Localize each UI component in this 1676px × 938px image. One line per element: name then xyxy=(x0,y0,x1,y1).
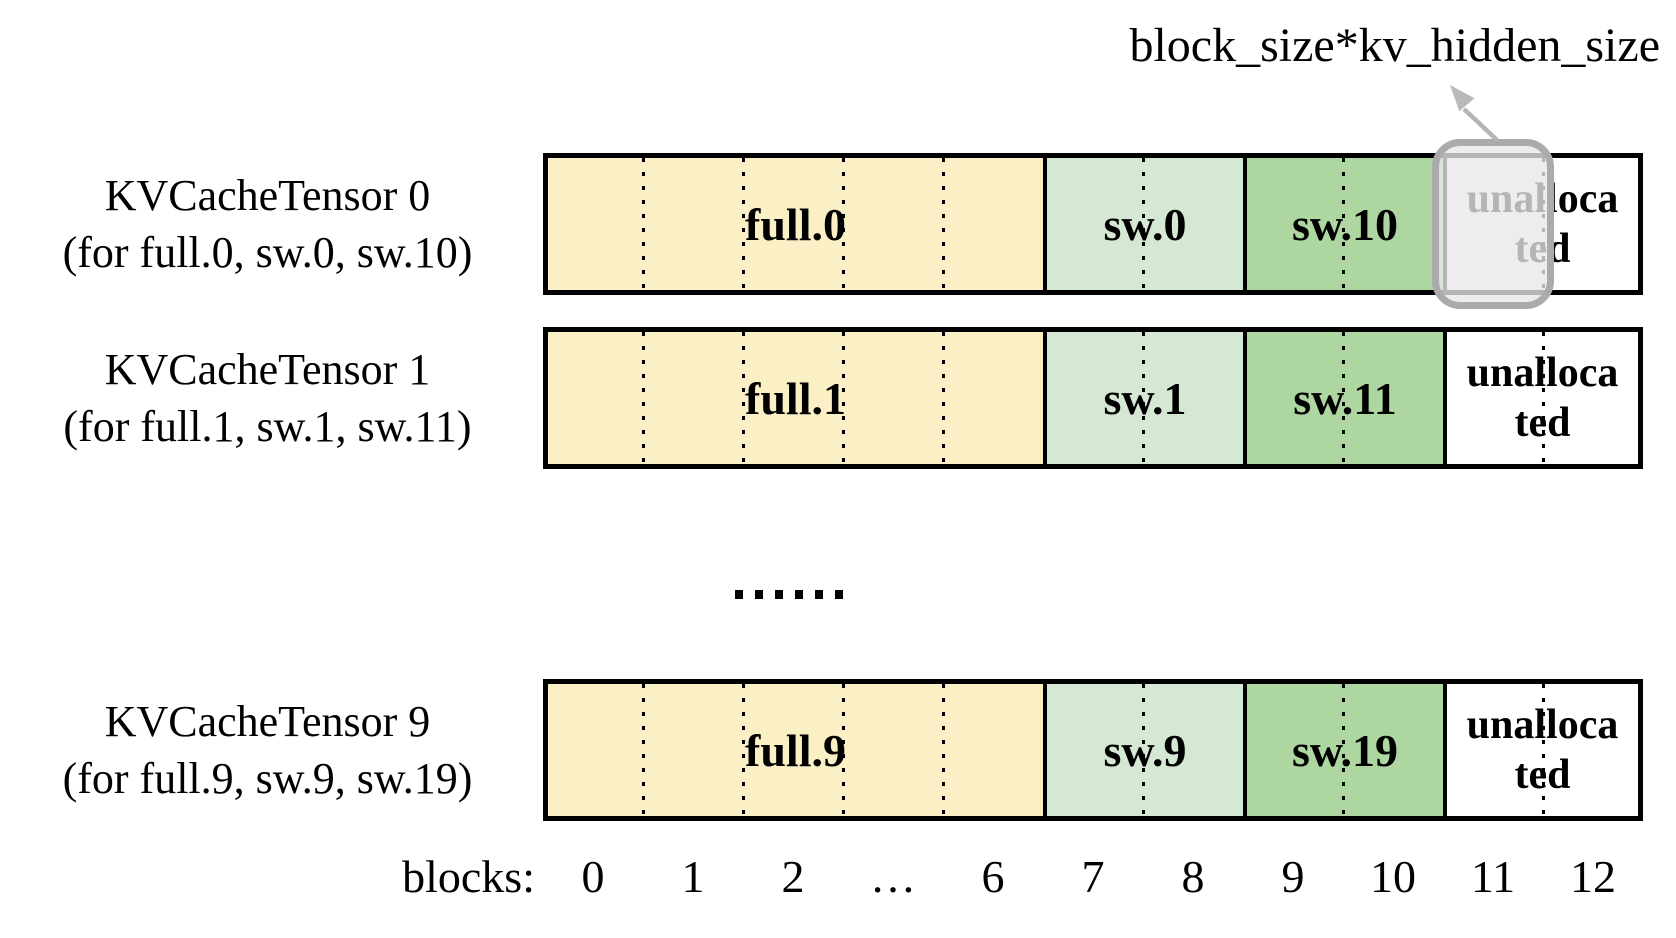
block-size-annotation: block_size*kv_hidden_size xyxy=(1129,19,1660,72)
kv-cache-bar-9: full.9 sw.9 sw.19 unalloca ted xyxy=(543,679,1643,821)
sw-odd-section-label: sw.11 xyxy=(1293,372,1397,424)
sw-odd-section-label: sw.19 xyxy=(1291,724,1399,776)
unallocated-section-9: unalloca ted xyxy=(1447,684,1638,816)
block-divider-dotted xyxy=(1342,158,1345,290)
block-divider-dotted xyxy=(842,684,845,816)
axis-tick: 2 xyxy=(781,851,805,902)
full-section-0: full.0 xyxy=(548,158,1043,290)
block-divider-dotted xyxy=(942,158,945,290)
axis-tick: 0 xyxy=(581,851,605,902)
block-divider-dotted xyxy=(1542,684,1545,816)
row-1-label: KVCacheTensor 1 (for full.1, sw.1, sw.11… xyxy=(10,341,525,455)
block-divider-dotted xyxy=(742,684,745,816)
row-1-label-line1: KVCacheTensor 1 xyxy=(104,345,431,394)
axis-tick: 7 xyxy=(1081,851,1105,902)
block-divider-dotted xyxy=(1142,684,1145,816)
annotation-arrow-icon xyxy=(1450,85,1499,142)
block-divider-dotted xyxy=(1142,158,1145,290)
block-divider-dotted xyxy=(942,684,945,816)
section-divider xyxy=(1443,684,1447,816)
full-section-label: full.9 xyxy=(745,724,846,776)
sw-even-section-0: sw.0 xyxy=(1047,158,1243,290)
axis-tick: 10 xyxy=(1370,851,1416,902)
block-divider-dotted xyxy=(742,158,745,290)
section-divider xyxy=(1043,332,1047,464)
row-9-label-line2: (for full.9, sw.9, sw.19) xyxy=(62,754,473,803)
full-section-label: full.1 xyxy=(745,372,846,424)
block-divider-dotted xyxy=(942,332,945,464)
block-divider-dotted xyxy=(642,158,645,290)
unallocated-label: unalloca ted xyxy=(1466,350,1619,446)
kv-cache-bar-1: full.1 sw.1 sw.11 unalloca ted xyxy=(543,327,1643,469)
row-1-label-line2: (for full.1, sw.1, sw.11) xyxy=(63,402,472,451)
sw-even-section-label: sw.1 xyxy=(1103,372,1187,424)
block-divider-dotted xyxy=(842,332,845,464)
block-divider-dotted xyxy=(1342,332,1345,464)
block-divider-dotted xyxy=(1542,332,1545,464)
full-section-label: full.0 xyxy=(745,198,846,250)
blocks-axis-ticks: 0 1 2 … 6 7 8 9 10 11 12 xyxy=(543,850,1643,906)
highlighted-block-outline xyxy=(1432,139,1554,309)
row-0-label-line1: KVCacheTensor 0 xyxy=(104,171,431,220)
block-divider-dotted xyxy=(642,332,645,464)
section-divider xyxy=(1043,158,1047,290)
block-divider-dotted xyxy=(842,158,845,290)
axis-tick: … xyxy=(870,851,916,902)
sw-even-section-label: sw.0 xyxy=(1103,198,1187,250)
axis-tick: 8 xyxy=(1181,851,1205,902)
sw-even-section-1: sw.1 xyxy=(1047,332,1243,464)
row-9-label-line1: KVCacheTensor 9 xyxy=(104,697,431,746)
sw-even-section-label: sw.9 xyxy=(1103,724,1187,776)
unallocated-section-1: unalloca ted xyxy=(1447,332,1638,464)
block-divider-dotted xyxy=(1342,684,1345,816)
axis-tick: 1 xyxy=(681,851,705,902)
sw-even-section-9: sw.9 xyxy=(1047,684,1243,816)
row-9-label: KVCacheTensor 9 (for full.9, sw.9, sw.19… xyxy=(10,693,525,807)
axis-tick: 6 xyxy=(981,851,1005,902)
full-section-9: full.9 xyxy=(548,684,1043,816)
section-divider xyxy=(1243,158,1247,290)
rows-ellipsis xyxy=(735,590,843,599)
axis-tick: 11 xyxy=(1470,851,1516,902)
sw-odd-section-0: sw.10 xyxy=(1247,158,1443,290)
axis-tick: 9 xyxy=(1281,851,1305,902)
sw-odd-section-1: sw.11 xyxy=(1247,332,1443,464)
section-divider xyxy=(1243,332,1247,464)
section-divider xyxy=(1043,684,1047,816)
block-divider-dotted xyxy=(742,332,745,464)
blocks-axis-label: blocks: xyxy=(402,851,535,902)
section-divider xyxy=(1243,684,1247,816)
block-divider-dotted xyxy=(1142,332,1145,464)
block-divider-dotted xyxy=(642,684,645,816)
axis-tick: 12 xyxy=(1570,851,1616,902)
sw-odd-section-9: sw.19 xyxy=(1247,684,1443,816)
row-0-label: KVCacheTensor 0 (for full.0, sw.0, sw.10… xyxy=(10,167,525,281)
row-0-label-line2: (for full.0, sw.0, sw.10) xyxy=(62,228,473,277)
section-divider xyxy=(1443,332,1447,464)
sw-odd-section-label: sw.10 xyxy=(1291,198,1399,250)
unallocated-label: unalloca ted xyxy=(1466,702,1619,798)
full-section-1: full.1 xyxy=(548,332,1043,464)
